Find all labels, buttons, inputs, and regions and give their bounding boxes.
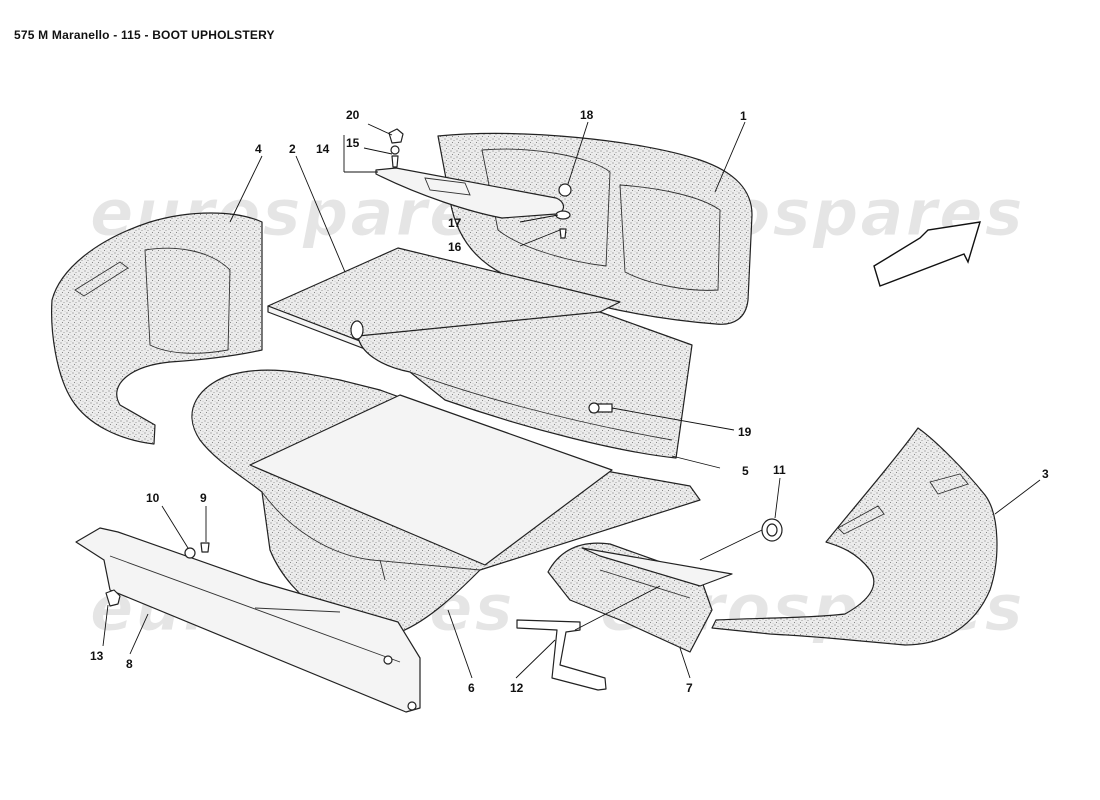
callout-15: 15 [346, 136, 360, 150]
callout-3: 3 [1042, 467, 1049, 481]
callout-8: 8 [126, 657, 133, 671]
callout-4: 4 [255, 142, 262, 156]
part-8-lower-trim-strip [75, 527, 421, 713]
washer-10 [184, 547, 196, 559]
callout-2: 2 [289, 142, 296, 156]
callout-19: 19 [738, 425, 752, 439]
part-6-boot-tub [191, 369, 701, 634]
part-7-rhs-pocket [547, 542, 733, 653]
fastener-19 [588, 402, 613, 414]
part-12-bracket [516, 619, 607, 691]
clip-20 [388, 128, 404, 168]
callout-5: 5 [742, 464, 749, 478]
fastener-18 [558, 183, 572, 197]
callout-9: 9 [200, 491, 207, 505]
leader-lines [102, 121, 1041, 679]
callout-1: 1 [740, 109, 747, 123]
callout-17: 17 [448, 216, 462, 230]
callout-14: 14 [316, 142, 330, 156]
part-5-front-bulkhead-lining [350, 311, 693, 459]
callout-16: 16 [448, 240, 462, 254]
callout-12: 12 [510, 681, 524, 695]
nut-13 [105, 589, 121, 607]
callout-11: 11 [773, 463, 786, 477]
screw-9 [200, 542, 210, 553]
callout-20: 20 [346, 108, 360, 122]
part-4-left-side-panel [51, 212, 263, 445]
grommet-11 [761, 518, 783, 542]
callout-6: 6 [468, 681, 475, 695]
callout-labels: 1 2 3 4 5 6 7 8 9 10 11 12 13 14 15 16 1… [90, 108, 1049, 695]
part-3-right-side-panel [711, 427, 998, 646]
callout-10: 10 [146, 491, 160, 505]
callout-18: 18 [580, 108, 594, 122]
callout-13: 13 [90, 649, 104, 663]
direction-arrow-icon [873, 221, 981, 287]
part-14-lid-bracket [375, 167, 565, 219]
page-title: 575 M Maranello - 115 - BOOT UPHOLSTERY [14, 28, 275, 42]
callout-7: 7 [686, 681, 693, 695]
fastener-17 [555, 210, 571, 220]
screw-16 [559, 228, 567, 239]
